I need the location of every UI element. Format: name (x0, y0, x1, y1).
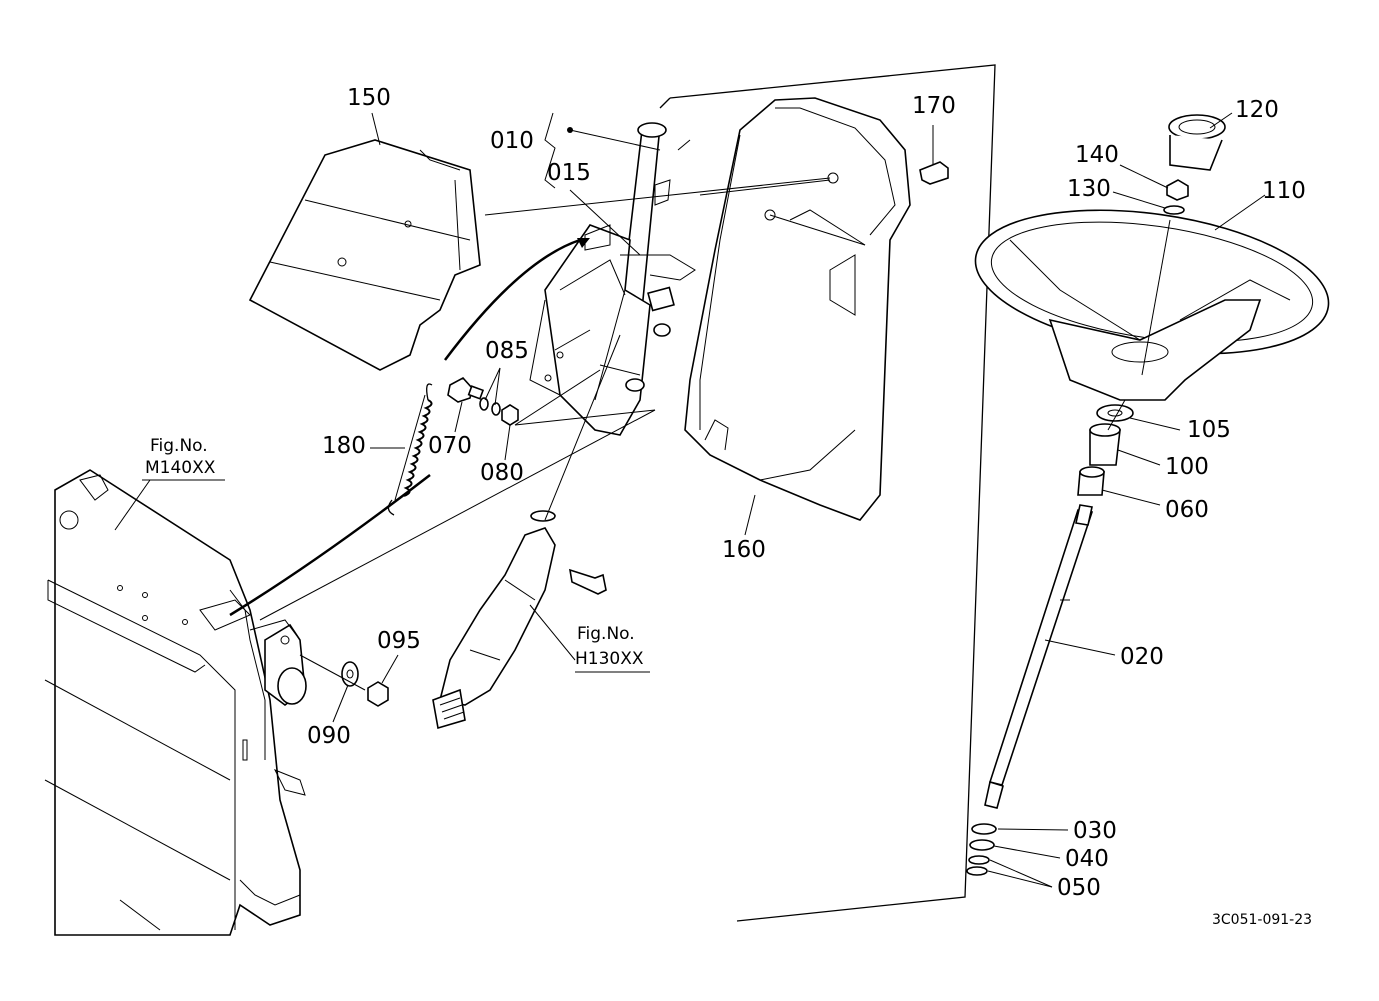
part-085-washers (479, 397, 501, 416)
part-060-bushing (1077, 466, 1105, 496)
part-095-nut (367, 681, 389, 707)
figure-ref-m140-code: M140XX (145, 458, 216, 478)
label-015: 015 (547, 160, 591, 186)
part-120-cap (1168, 114, 1226, 171)
part-110-steering-wheel (974, 209, 1330, 401)
label-040: 040 (1065, 846, 1109, 872)
part-160-shroud (684, 97, 911, 521)
part-150-cover (248, 139, 481, 371)
part-030-washer (971, 823, 997, 835)
part-100-spacer (1089, 423, 1121, 466)
part-020-shaft (984, 504, 1094, 809)
dashboard-frame (44, 469, 306, 936)
part-050-rings (966, 855, 990, 876)
label-180: 180 (322, 433, 366, 459)
label-150: 150 (347, 85, 391, 111)
label-160: 160 (722, 537, 766, 563)
part-180-spring (387, 383, 433, 516)
part-130-washer (1163, 205, 1185, 215)
label-090: 090 (307, 723, 351, 749)
figure-ref-h130-code: H130XX (575, 649, 644, 669)
part-labels: 150 010 015 170 120 140 130 110 085 180 … (307, 85, 1306, 901)
label-140: 140 (1075, 142, 1119, 168)
part-080-bushing (501, 404, 519, 426)
drawing-code: 3C051-091-23 (1212, 912, 1312, 928)
label-095: 095 (377, 628, 421, 654)
part-170-bolt (919, 161, 949, 185)
label-060: 060 (1165, 497, 1209, 523)
figure-ref-h130-title: Fig.No. (577, 624, 635, 644)
leader-lines (114, 112, 1266, 888)
part-070-bolt (447, 376, 485, 403)
part-105-washer (1096, 404, 1134, 422)
label-020: 020 (1120, 644, 1164, 670)
label-080: 080 (480, 460, 524, 486)
label-010: 010 (490, 128, 534, 154)
label-170: 170 (912, 93, 956, 119)
part-040-washer (969, 839, 995, 851)
label-030: 030 (1073, 818, 1117, 844)
panel-outline (659, 64, 996, 922)
pivot-boss (249, 619, 307, 706)
label-105: 105 (1187, 417, 1231, 443)
label-110: 110 (1262, 178, 1306, 204)
part-140-nut (1166, 179, 1189, 201)
label-130: 130 (1067, 176, 1111, 202)
label-050: 050 (1057, 875, 1101, 901)
part-010-column-assembly (529, 122, 696, 436)
label-070: 070 (428, 433, 472, 459)
figure-ref-h130: Fig.No. H130XX (575, 624, 644, 669)
figure-ref-m140-title: Fig.No. (150, 436, 208, 456)
label-085: 085 (485, 338, 529, 364)
figure-ref-m140: Fig.No. M140XX (145, 436, 216, 478)
universal-joint (432, 510, 607, 730)
label-120: 120 (1235, 97, 1279, 123)
label-100: 100 (1165, 454, 1209, 480)
